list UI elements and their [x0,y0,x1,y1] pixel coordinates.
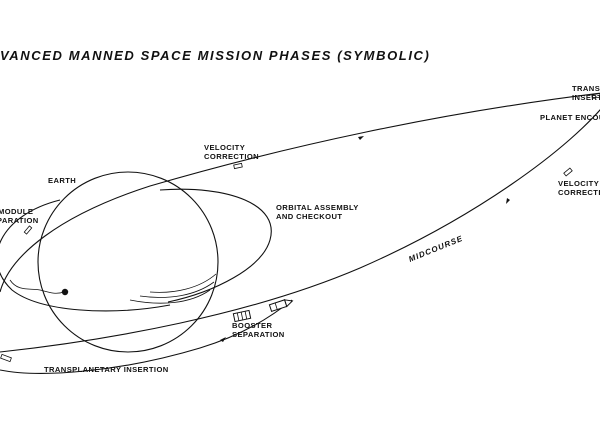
label-module-separation-1: MODULE [0,207,33,216]
transplanetary-insertion-path [0,299,293,374]
label-orbital-assembly-1: ORBITAL ASSEMBLY [276,203,359,212]
label-transplanetary-insertion: TRANSPLANETARY INSERTION [44,365,169,374]
phasing-curve-1 [129,289,211,304]
phasing-curve-2 [139,281,215,298]
velocity-correction-right-icon [563,167,573,177]
label-transearth-insertion-1: TRANSEARTH [572,84,600,93]
launch-trail [9,279,65,294]
label-velocity-correction-right-2: CORRECTION [558,188,600,197]
direction-arrow-lower [220,337,226,342]
label-earth: EARTH [48,176,76,185]
label-velocity-correction-top-1: VELOCITY [204,143,245,152]
spacecraft-icon [268,299,294,313]
launch-site-icon [61,288,69,296]
outbound-trajectory [0,92,600,293]
transplanetary-insertion-icon [0,353,12,363]
return-trajectory [0,109,600,353]
velocity-correction-top-icon [233,162,243,170]
low-earth-orbit [0,199,171,312]
label-orbital-assembly-2: AND CHECKOUT [276,212,342,221]
booster-stage-icon [232,309,252,323]
assembly-orbit [159,188,272,303]
label-planet-encounter: PLANET ENCOUNTER [540,113,600,122]
direction-arrow-return [506,198,510,204]
label-module-separation-2: SEPARATION [0,216,39,225]
diagram-title: ADVANCED MANNED SPACE MISSION PHASES (SY… [0,48,430,63]
earth-globe [37,171,219,353]
label-booster-separation-1: BOOSTER [232,321,272,330]
direction-arrow-outbound [358,136,364,140]
module-spacecraft-icon [23,225,33,235]
label-velocity-correction-top-2: CORRECTION [204,152,259,161]
label-velocity-correction-right-1: VELOCITY [558,179,599,188]
label-booster-separation-2: SEPARATION [232,330,285,339]
label-midcourse: MIDCOURSE [407,234,464,264]
phasing-curve-3 [149,273,217,293]
label-transearth-insertion-2: INSERTION [572,93,600,102]
